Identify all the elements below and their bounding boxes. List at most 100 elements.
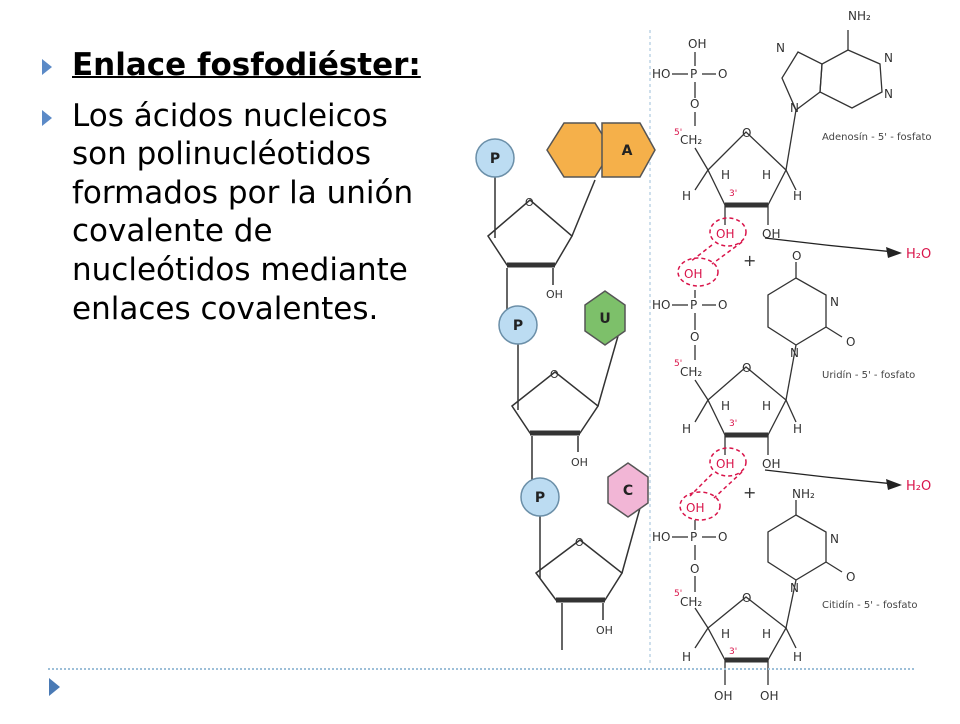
svg-text:N: N xyxy=(884,51,893,65)
svg-text:CH₂: CH₂ xyxy=(680,133,702,147)
phosphate-circle xyxy=(475,138,515,178)
svg-text:OH: OH xyxy=(716,457,734,471)
svg-text:O: O xyxy=(742,591,751,605)
svg-text:O: O xyxy=(690,562,699,576)
svg-text:O: O xyxy=(718,67,727,81)
svg-text:P: P xyxy=(690,298,697,312)
bullet-body-text: Los ácidos nucleicos son polinucléotidos… xyxy=(72,97,414,327)
detail-bonds xyxy=(672,30,883,685)
svg-text:H: H xyxy=(793,422,802,436)
svg-text:H: H xyxy=(762,168,771,182)
left-oh-label: OH xyxy=(596,624,613,637)
svg-text:+: + xyxy=(743,251,756,270)
bullet-title-text: Enlace fosfodiéster: xyxy=(72,47,421,83)
bullet-body: Los ácidos nucleicos son polinucléotidos… xyxy=(42,97,442,329)
svg-text:OH: OH xyxy=(684,267,702,281)
svg-text:H: H xyxy=(721,168,730,182)
bullet-list: Enlace fosfodiéster: Los ácidos nucleico… xyxy=(42,46,442,340)
svg-text:5': 5' xyxy=(674,359,682,369)
svg-text:HO: HO xyxy=(652,67,670,81)
left-oh-label: OH xyxy=(571,456,588,469)
phosphate-circles xyxy=(475,138,560,517)
svg-text:O: O xyxy=(742,361,751,375)
phosphate-label: P xyxy=(535,490,545,506)
svg-text:N: N xyxy=(776,41,785,55)
svg-text:HO: HO xyxy=(652,298,670,312)
svg-text:H: H xyxy=(682,189,691,203)
phosphodiester-figure: O O O OH OH OH P P P A U C xyxy=(450,0,960,720)
svg-text:OH: OH xyxy=(714,689,732,703)
svg-text:H: H xyxy=(721,627,730,641)
left-chain-ring-o: O O O OH OH OH xyxy=(525,196,613,637)
reaction-arrows xyxy=(764,237,896,485)
svg-text:O: O xyxy=(742,126,751,140)
svg-text:O: O xyxy=(690,97,699,111)
svg-text:O: O xyxy=(846,335,855,349)
svg-text:H: H xyxy=(793,650,802,664)
ring-oxygen-label: O xyxy=(575,536,584,549)
hexagon-base-u xyxy=(584,290,626,346)
water-label: H₂O xyxy=(906,479,931,494)
phosphate-circle xyxy=(520,477,560,517)
phosphate-circle xyxy=(498,305,538,345)
base-label: A xyxy=(622,143,633,159)
svg-text:H: H xyxy=(682,650,691,664)
footer-divider xyxy=(48,668,914,670)
svg-text:N: N xyxy=(790,346,799,360)
svg-text:H: H xyxy=(793,189,802,203)
svg-text:3': 3' xyxy=(729,647,737,657)
svg-text:OH: OH xyxy=(716,227,734,241)
ring-oxygen-label: O xyxy=(550,368,559,381)
svg-text:O: O xyxy=(718,530,727,544)
left-oh-label: OH xyxy=(546,288,563,301)
svg-text:H: H xyxy=(762,399,771,413)
svg-text:N: N xyxy=(790,101,799,115)
citidin-label: Citidín - 5' - fosfato xyxy=(822,599,918,611)
left-chain xyxy=(487,172,641,650)
svg-text:OH: OH xyxy=(688,37,706,51)
phosphate-label: P xyxy=(513,318,523,334)
adenosin-label: Adenosín - 5' - fosfato xyxy=(822,131,932,143)
uridin-label: Uridín - 5' - fosfato xyxy=(822,369,915,381)
bullet-arrow-icon xyxy=(42,109,52,126)
water-labels: H₂O H₂O xyxy=(906,247,931,494)
water-label: H₂O xyxy=(906,247,931,262)
nucleotide-names: Adenosín - 5' - fosfato Uridín - 5' - fo… xyxy=(822,131,932,611)
svg-text:OH: OH xyxy=(762,227,780,241)
svg-text:5': 5' xyxy=(674,128,682,138)
svg-text:O: O xyxy=(792,249,801,263)
svg-text:N: N xyxy=(884,87,893,101)
base-label: C xyxy=(623,483,633,499)
svg-text:N: N xyxy=(790,581,799,595)
svg-text:P: P xyxy=(690,67,697,81)
svg-text:5': 5' xyxy=(674,589,682,599)
svg-text:H: H xyxy=(682,422,691,436)
svg-text:CH₂: CH₂ xyxy=(680,365,702,379)
hexagon-base-c xyxy=(607,462,649,518)
svg-text:NH₂: NH₂ xyxy=(848,9,871,23)
svg-text:NH₂: NH₂ xyxy=(792,487,815,501)
svg-text:N: N xyxy=(830,295,839,309)
svg-text:HO: HO xyxy=(652,530,670,544)
svg-text:H: H xyxy=(762,627,771,641)
svg-text:O: O xyxy=(690,330,699,344)
hexagon-base-a xyxy=(601,122,656,178)
svg-text:O: O xyxy=(846,570,855,584)
bullet-title: Enlace fosfodiéster: xyxy=(42,46,442,85)
svg-text:O: O xyxy=(718,298,727,312)
svg-text:OH: OH xyxy=(686,501,704,515)
svg-text:H: H xyxy=(721,399,730,413)
base-label: U xyxy=(599,311,610,327)
detail-atom-labels: OH HO P O O CH₂ 5' O H H H H 3' OH OH NH… xyxy=(652,9,893,703)
bond-highlights xyxy=(677,217,747,521)
next-slide-arrow-icon[interactable] xyxy=(49,678,60,696)
svg-text:OH: OH xyxy=(762,457,780,471)
base-shapes xyxy=(546,122,656,518)
ring-oxygen-label: O xyxy=(525,196,534,209)
svg-text:3': 3' xyxy=(729,419,737,429)
svg-text:CH₂: CH₂ xyxy=(680,595,702,609)
svg-text:N: N xyxy=(830,532,839,546)
svg-text:P: P xyxy=(690,530,697,544)
svg-text:3': 3' xyxy=(729,189,737,199)
svg-text:+: + xyxy=(743,483,756,502)
